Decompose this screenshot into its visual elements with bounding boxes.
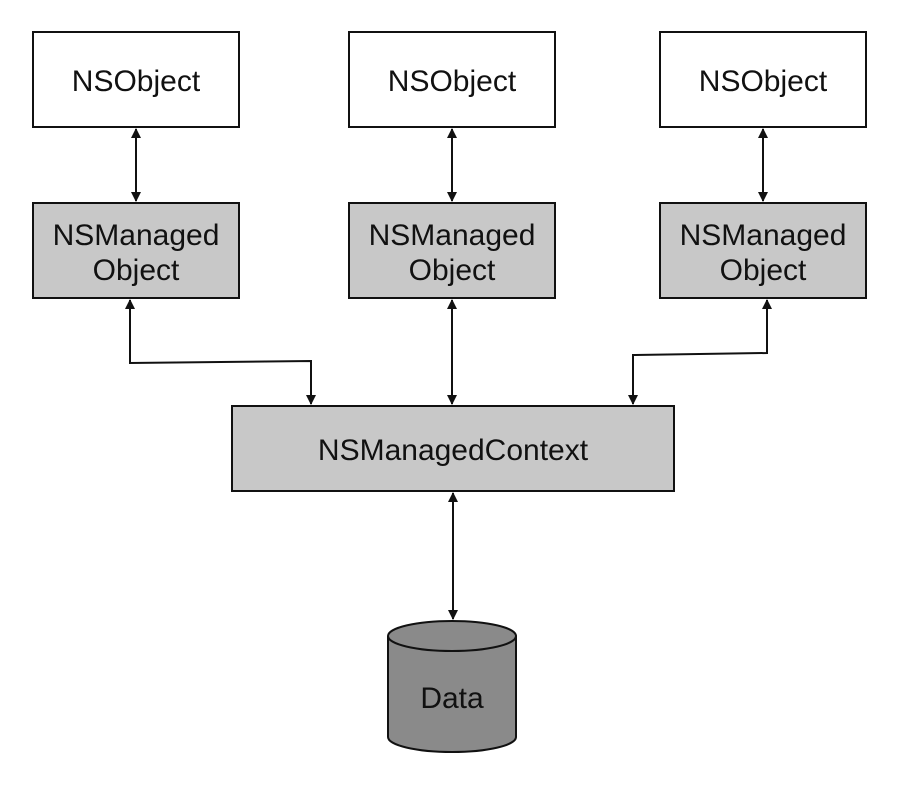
data-store-label: Data bbox=[420, 682, 484, 715]
nsobject-box-2: NSObject bbox=[348, 31, 556, 128]
managed-object-label-1-line1: NSManaged bbox=[53, 219, 220, 252]
managed-object-box-3: NSManaged Object bbox=[659, 202, 867, 299]
managed-object-box-1: NSManaged Object bbox=[32, 202, 240, 299]
managed-context-label: NSManagedContext bbox=[318, 434, 589, 467]
managed-object-label-3-line1: NSManaged bbox=[680, 219, 847, 252]
nsobject-box-1: NSObject bbox=[32, 31, 240, 128]
data-store-cylinder: Data bbox=[387, 620, 517, 753]
managed-context-box: NSManagedContext bbox=[231, 405, 675, 492]
managed-object-label-3-line2: Object bbox=[720, 254, 807, 287]
nsobject-label-2: NSObject bbox=[388, 65, 517, 98]
nsobject-label-1: NSObject bbox=[72, 65, 201, 98]
nsobject-box-3: NSObject bbox=[659, 31, 867, 128]
managed-object-label-1-line2: Object bbox=[93, 254, 180, 287]
managed-object-label-2-line2: Object bbox=[409, 254, 496, 287]
arrow-managed-3-context bbox=[628, 299, 772, 405]
managed-object-label-2-line1: NSManaged bbox=[369, 219, 536, 252]
nsobject-label-3: NSObject bbox=[699, 65, 828, 98]
managed-object-box-2: NSManaged Object bbox=[348, 202, 556, 299]
arrow-managed-1-context bbox=[125, 299, 316, 405]
